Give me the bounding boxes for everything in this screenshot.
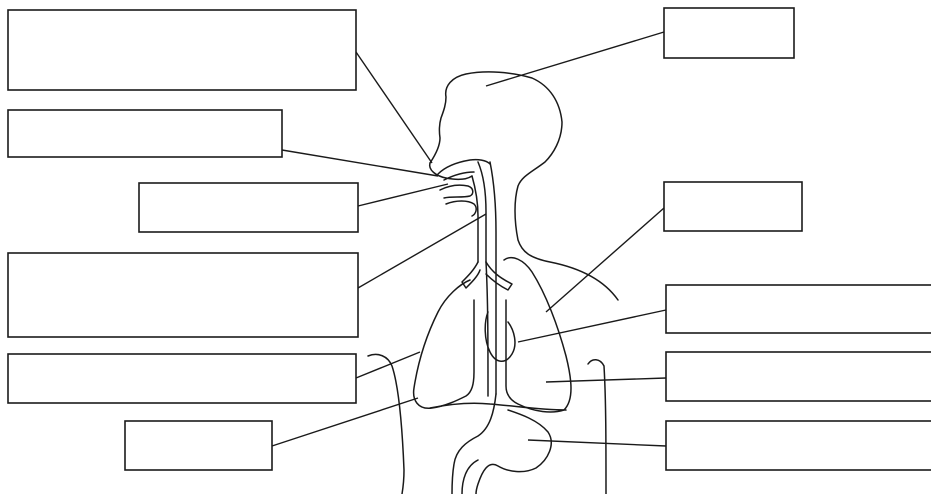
left-shoulder-outline <box>368 354 404 494</box>
stomach-inner <box>462 460 478 494</box>
leader-line-left-5 <box>356 352 420 378</box>
label-boxes <box>8 8 931 470</box>
leader-line-right-1 <box>486 32 664 86</box>
label-box-left-3[interactable] <box>139 183 358 232</box>
label-box-left-4[interactable] <box>8 253 358 337</box>
label-box-left-6[interactable] <box>125 421 272 470</box>
leader-line-left-3 <box>358 184 448 206</box>
trachea <box>478 162 486 262</box>
leader-line-right-4 <box>546 378 666 382</box>
label-box-left-5[interactable] <box>8 354 356 403</box>
label-box-right-2[interactable] <box>664 182 802 231</box>
leader-line-left-2 <box>282 150 438 176</box>
stomach <box>452 394 496 494</box>
leader-line-left-1 <box>356 52 432 163</box>
head-outline <box>430 72 618 300</box>
leader-line-left-6 <box>272 398 418 446</box>
label-box-right-1[interactable] <box>664 8 794 58</box>
left-lung <box>414 280 474 408</box>
heart <box>485 312 515 361</box>
body-illustration <box>368 72 618 494</box>
leader-line-right-5 <box>528 440 666 446</box>
oral-cavity <box>440 185 473 198</box>
stomach-outer <box>476 410 551 494</box>
label-box-right-3[interactable] <box>666 285 931 333</box>
label-box-left-1[interactable] <box>8 10 356 90</box>
label-box-left-2[interactable] <box>8 110 282 157</box>
label-box-right-5[interactable] <box>666 421 931 470</box>
tongue <box>446 201 476 216</box>
leader-line-right-3 <box>518 310 666 342</box>
esophagus-inner <box>486 262 488 396</box>
diaphragm <box>430 403 566 410</box>
label-box-right-4[interactable] <box>666 352 931 401</box>
leader-line-right-2 <box>546 208 664 312</box>
